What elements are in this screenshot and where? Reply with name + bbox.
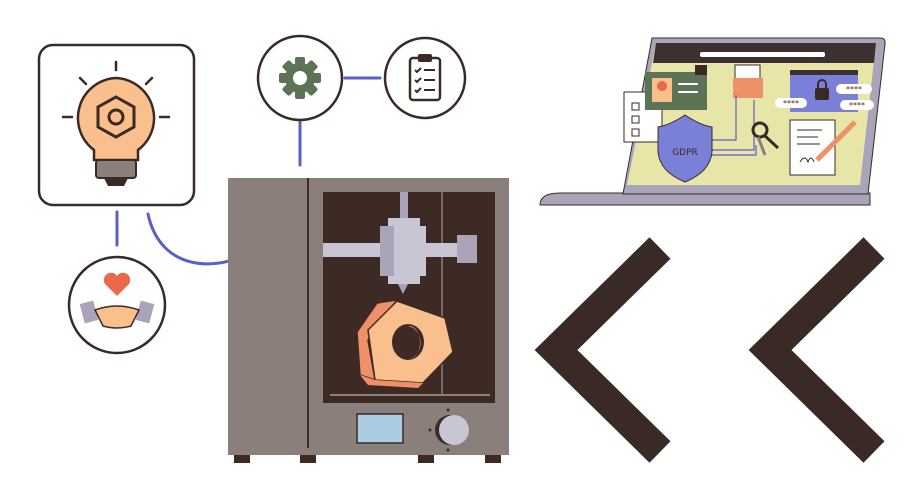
password-mask: ****: [783, 99, 799, 108]
gdpr-shield-label: GDPR: [672, 148, 698, 158]
password-mask: ****: [849, 101, 865, 110]
hex-nut-icon: [96, 95, 136, 139]
3d-printer: [228, 178, 509, 463]
handshake-heart-icon: [67, 255, 167, 355]
lightbulb-icon: [37, 43, 196, 207]
chevron-left-icon: [534, 237, 671, 463]
gear-icon: [256, 34, 344, 122]
printer-screen: [356, 413, 404, 444]
printer-knob: [439, 415, 469, 445]
laptop: **** **** **** GDPR: [539, 37, 886, 206]
password-mask: ****: [846, 85, 862, 94]
chevron-left-icon: [748, 237, 885, 463]
hex-nut: [356, 298, 454, 388]
clipboard-checklist-icon: [383, 36, 467, 120]
